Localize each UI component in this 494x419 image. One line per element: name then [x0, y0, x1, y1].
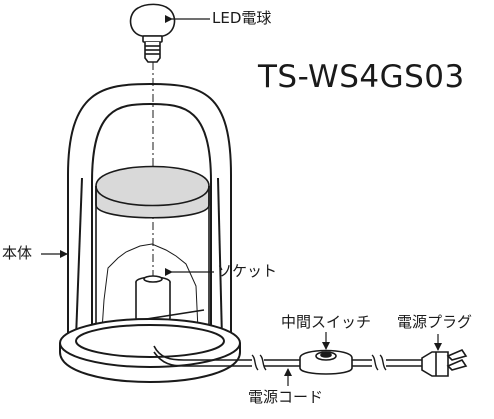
label-body: 本体: [2, 244, 33, 262]
power-plug-icon: [421, 349, 468, 377]
model-number: TS-WS4GS03: [258, 59, 465, 95]
led-bulb-icon: [129, 3, 176, 63]
inner-wire-mesh: [101, 243, 199, 331]
glass-shade: [95, 165, 210, 333]
lamp-body-frame: [67, 82, 232, 346]
middle-switch-icon: [299, 349, 353, 375]
lamp-base: [59, 318, 241, 383]
socket-icon: [135, 275, 171, 325]
label-power-plug: 電源プラグ: [397, 313, 473, 331]
label-power-cord: 電源コード: [248, 388, 324, 406]
label-led-bulb: LED電球: [212, 9, 272, 27]
label-socket: ソケット: [217, 262, 278, 280]
label-middle-switch: 中間スイッチ: [281, 313, 372, 331]
cord-break-marks: [251, 354, 387, 371]
power-cord: [153, 345, 422, 367]
